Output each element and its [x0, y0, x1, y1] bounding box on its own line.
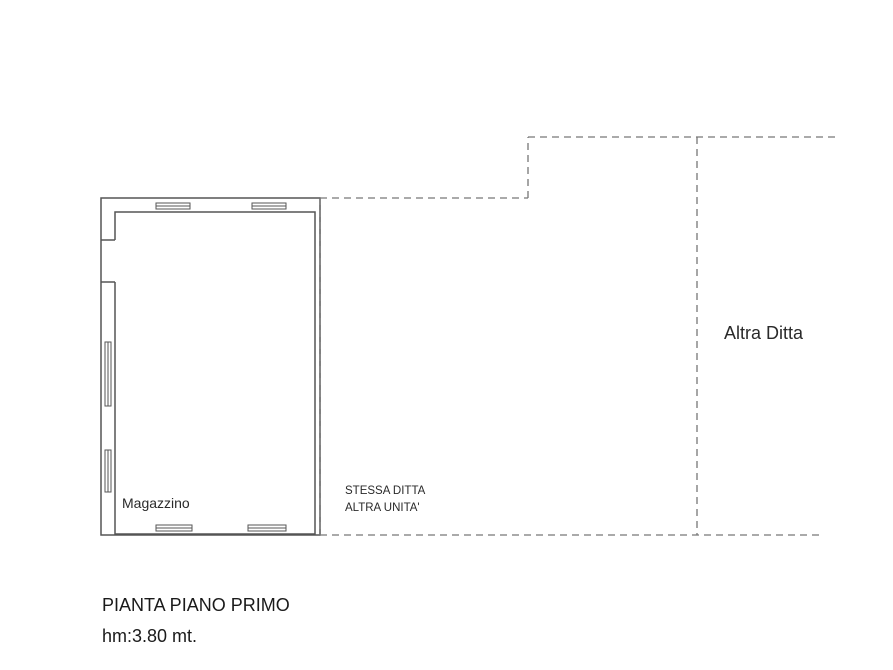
unit-label-line-2: ALTRA UNITA': [345, 502, 420, 514]
window-left-2: [104, 449, 112, 493]
plan-height: hm:3.80 mt.: [102, 626, 198, 646]
warehouse-outer-wall: [100, 197, 321, 536]
plan-caption: PIANTA PIANO PRIMO hm:3.80 mt.: [102, 595, 290, 657]
adjacent-units-dashed: [319, 136, 835, 536]
window-top-2: [251, 202, 287, 210]
unit-label-other-company: Altra Ditta: [724, 323, 804, 343]
windows: [104, 202, 287, 532]
plan-title: PIANTA PIANO PRIMO: [102, 595, 290, 615]
window-left-1: [104, 341, 112, 407]
warehouse-walls: [100, 197, 321, 536]
room-label-magazzino: Magazzino: [122, 495, 190, 511]
unit-label-same-company: STESSA DITTA ALTRA UNITA': [345, 483, 425, 517]
window-top-1: [155, 202, 191, 210]
warehouse-inner-wall: [114, 211, 316, 535]
unit-label-line-1: STESSA DITTA: [345, 485, 426, 497]
window-bottom-1: [155, 524, 193, 532]
window-bottom-2: [247, 524, 287, 532]
